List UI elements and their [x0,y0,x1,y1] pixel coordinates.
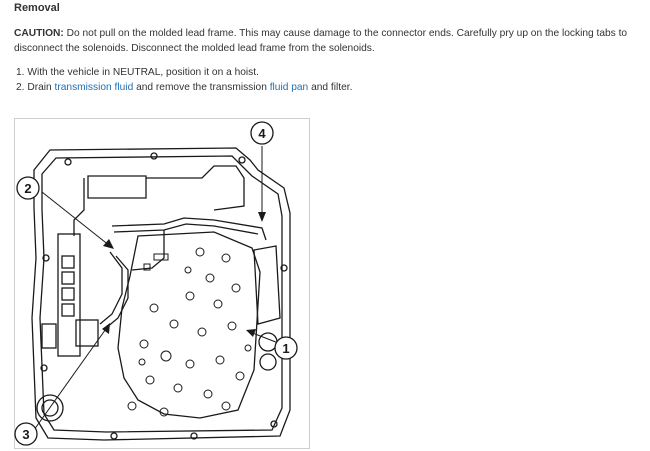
transmission-fluid-link[interactable]: transmission fluid [54,81,134,93]
step-text: With the vehicle in NEUTRAL, position it… [27,67,259,78]
step-item: 1. With the vehicle in NEUTRAL, position… [16,66,352,81]
procedure-steps: 1. With the vehicle in NEUTRAL, position… [16,66,352,95]
step-text: and filter. [308,81,353,93]
caution-paragraph: CAUTION: Do not pull on the molded lead … [14,27,642,56]
step-text: Drain [27,81,55,93]
valve-body-diagram: 4 2 1 3 [14,118,310,449]
fluid-pan-link[interactable]: fluid pan [269,81,309,93]
step-number: 2. [16,81,25,93]
callout-1: 1 [282,341,289,356]
caution-text: Do not pull on the molded lead frame. Th… [14,28,628,54]
section-heading: Removal [14,2,60,14]
step-number: 1. [16,67,25,78]
callout-3: 3 [22,427,29,442]
callout-4: 4 [258,126,266,141]
step-item: 2. Drain transmission fluid and remove t… [16,81,352,96]
caution-label: CAUTION: [14,28,64,39]
step-text: and remove the transmission [133,81,270,93]
callout-2: 2 [24,181,31,196]
